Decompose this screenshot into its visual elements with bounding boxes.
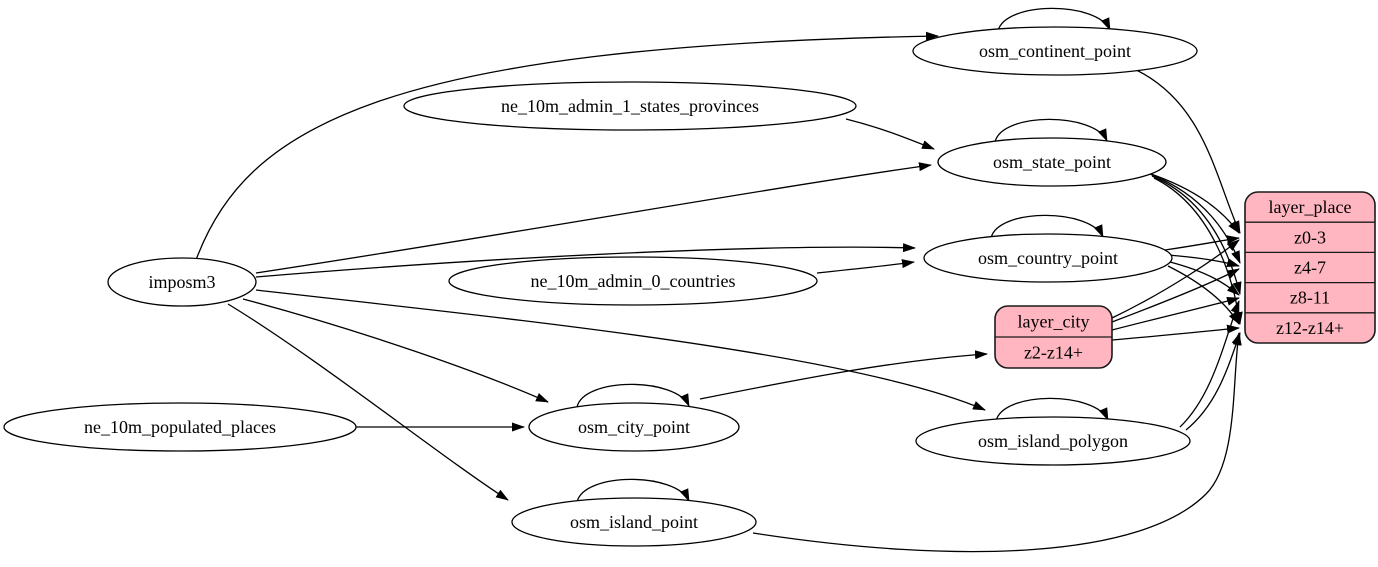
self-loop-osm_island_point (576, 478, 690, 503)
edge-osm_island_polygon-to-layer_place_z8_11 (1179, 300, 1240, 428)
node-osm_island_polygon-label: osm_island_polygon (978, 431, 1128, 451)
edge-imposm3-to-osm_country_point (255, 243, 916, 278)
edge-layer_city-to-layer_place_z4_7 (1111, 268, 1240, 323)
node-ne_10m_admin_1_states_provinces-shape (403, 81, 857, 131)
node-osm_continent_point: osm_continent_point (912, 26, 1198, 76)
record-layer_place-row-z12-z14+: z12-z14+ (1276, 318, 1344, 338)
edge-osm_continent_point-to-layer_place_z0_3 (1129, 66, 1241, 234)
node-ne_10m_populated_places-label: ne_10m_populated_places (84, 417, 276, 437)
record-layer_city-row-z2-z14+: z2-z14+ (1024, 343, 1083, 363)
record-layer_place-box (1244, 191, 1376, 344)
edge-layer_city-to-layer_place_z8_11 (1111, 296, 1240, 331)
self-loop-osm_island_polygon (995, 397, 1109, 422)
self-loop-osm_country_point (990, 214, 1104, 239)
node-ne_10m_admin_0_countries-shape (448, 256, 818, 306)
node-osm_state_point-shape (937, 137, 1167, 187)
edge-osm_state_point-to-layer_place_z0_3 (1144, 171, 1240, 234)
edge-osm_country_point-to-layer_place_z0_3 (1164, 235, 1240, 251)
node-ne_10m_admin_1_states_provinces: ne_10m_admin_1_states_provinces (403, 81, 857, 131)
node-osm_island_polygon-shape (915, 416, 1191, 466)
record-layer_place-row-z0-3: z0-3 (1294, 227, 1326, 247)
node-imposm3: imposm3 (107, 257, 257, 307)
node-osm_city_point-shape (528, 402, 740, 452)
node-osm_state_point: osm_state_point (937, 137, 1167, 187)
edge-imposm3-to-osm_island_point (227, 303, 509, 501)
nodes-layer: imposm3 ne_10m_admin_1_states_provincesne… (3, 26, 1198, 547)
node-osm_country_point: osm_country_point (923, 233, 1173, 283)
node-osm_island_point-shape (511, 497, 757, 547)
edge-imposm3-to-osm_continent_point (195, 31, 939, 261)
node-ne_10m_populated_places: ne_10m_populated_places (3, 402, 357, 452)
node-osm_island_point-label: osm_island_point (570, 512, 698, 532)
node-imposm3-shape (107, 257, 257, 307)
edge-osm_city_point-to-layer_city (699, 350, 988, 400)
edges-layer (195, 7, 1243, 553)
edge-osm_state_point-to-layer_place_z4_7 (1149, 173, 1241, 264)
node-osm_island_polygon: osm_island_polygon (915, 416, 1191, 466)
self-loop-osm_state_point (994, 118, 1108, 143)
node-ne_10m_admin_0_countries: ne_10m_admin_0_countries (448, 256, 818, 306)
self-loop-osm_city_point (576, 383, 690, 408)
node-osm_country_point-shape (923, 233, 1173, 283)
node-ne_10m_populated_places-shape (3, 402, 357, 452)
edge-imposm3-to-osm_island_polygon (255, 289, 986, 411)
self-loop-osm_continent_point (997, 7, 1111, 32)
edge-ne_10m_admin_1_states_provinces-to-osm_state_point (845, 118, 935, 150)
edge-osm_country_point-to-layer_place_z8_11 (1169, 261, 1240, 296)
edge-ne_10m_admin_0_countries-to-osm_country_point (816, 259, 915, 274)
node-imposm3-label: imposm3 (148, 272, 215, 292)
node-ne_10m_admin_0_countries-label: ne_10m_admin_0_countries (531, 271, 736, 291)
edge-layer_city-to-layer_place_z0_3 (1111, 239, 1240, 319)
edge-osm_island_point-to-layer_place_z12_z14 (752, 332, 1242, 553)
node-osm_continent_point-label: osm_continent_point (979, 41, 1131, 61)
record-layer_place-row-z4-7: z4-7 (1294, 258, 1326, 278)
node-osm_state_point-label: osm_state_point (993, 152, 1111, 172)
node-osm_city_point-label: osm_city_point (578, 417, 690, 437)
node-ne_10m_admin_1_states_provinces-label: ne_10m_admin_1_states_provinces (501, 96, 759, 116)
node-osm_continent_point-shape (912, 26, 1198, 76)
record-layer_city-row-layer_city: layer_city (1018, 312, 1090, 332)
edge-osm_country_point-to-layer_place_z12_z14 (1167, 265, 1240, 325)
record-layer_place-row-z8-11: z8-11 (1290, 288, 1330, 308)
node-osm_country_point-label: osm_country_point (978, 248, 1118, 268)
record-layer_city: layer_city z2-z14+ (994, 305, 1113, 369)
edge-imposm3-to-osm_state_point (255, 162, 932, 274)
record-layer_place-row-layer_place: layer_place (1269, 197, 1352, 217)
edge-layer_city-to-layer_place_z12_z14 (1111, 324, 1240, 341)
edge-osm_state_point-to-layer_place_z8_11 (1151, 175, 1242, 295)
node-osm_island_point: osm_island_point (511, 497, 757, 547)
records-layer: layer_place z0-3 z4-7 z8-11 z12-z14+ layer_ci… (994, 191, 1376, 369)
edge-imposm3-to-osm_city_point (242, 298, 549, 403)
node-osm_city_point: osm_city_point (528, 402, 740, 452)
record-layer_place: layer_place z0-3 z4-7 z8-11 z12-z14+ (1244, 191, 1376, 344)
